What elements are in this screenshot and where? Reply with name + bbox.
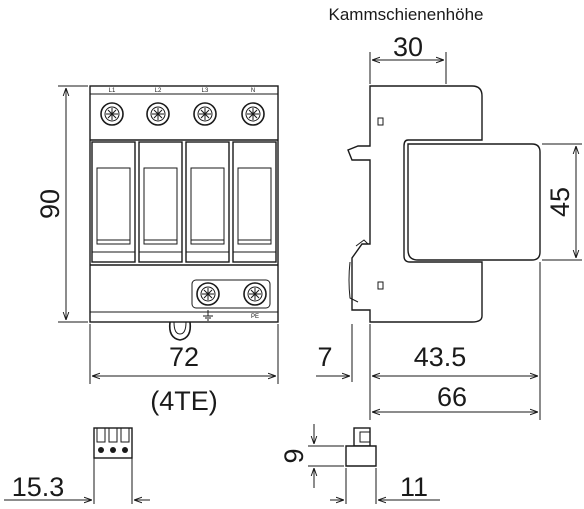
screw-terminal-l2-icon [146, 102, 170, 126]
terminal-label-l3: L3 [202, 88, 209, 94]
connector-front-view: 15.3 [4, 427, 150, 504]
connector-side-view: 9 11 [279, 424, 440, 504]
terminal-label-n: N [251, 88, 255, 94]
dim-label-43-5: 43.5 [414, 342, 467, 372]
dim-label-66: 66 [437, 382, 467, 412]
front-view: L1 L2 L3 N [89, 85, 279, 341]
dim-comb-30: 30 [369, 32, 447, 84]
plug-module-3 [185, 141, 230, 263]
dim-label-11: 11 [400, 472, 428, 502]
ground-symbol-icon [203, 310, 213, 321]
side-plug-module [407, 143, 541, 261]
side-body-outline [347, 85, 483, 323]
terminal-label-pe: PE [251, 314, 259, 320]
comb-bar-height-title: Kammschienenhöhe [329, 5, 484, 24]
terminal-label-l1: L1 [109, 88, 116, 94]
plug-module-4 [232, 141, 277, 263]
side-marker-bottom [377, 281, 384, 290]
side-marker-top [377, 117, 384, 126]
dim-label-4te: (4TE) [150, 386, 218, 416]
dim-depth-row: 7 43.5 66 [316, 262, 541, 420]
dim-label-15-3: 15.3 [12, 472, 65, 502]
dim-height-90: 90 [35, 85, 88, 323]
din-clip [168, 321, 192, 341]
screw-terminal-l1-icon [100, 102, 124, 126]
side-view [347, 85, 541, 323]
screw-terminal-pe1-icon [196, 282, 220, 306]
dim-label-45: 45 [545, 187, 575, 217]
screw-terminal-l3-icon [193, 102, 217, 126]
dim-front-45: 45 [542, 143, 582, 261]
plug-module-2 [138, 141, 183, 263]
screw-terminal-n-icon [241, 102, 265, 126]
terminal-label-l2: L2 [155, 88, 162, 94]
dim-label-7: 7 [317, 342, 332, 372]
dim-width-72: 72 (4TE) [89, 324, 279, 416]
screw-terminal-pe2-icon [243, 282, 267, 306]
dim-label-30: 30 [393, 32, 423, 62]
plug-module-1 [91, 141, 136, 263]
dim-label-9: 9 [279, 448, 309, 463]
dim-label-90: 90 [35, 189, 65, 219]
dim-label-72: 72 [169, 342, 199, 372]
